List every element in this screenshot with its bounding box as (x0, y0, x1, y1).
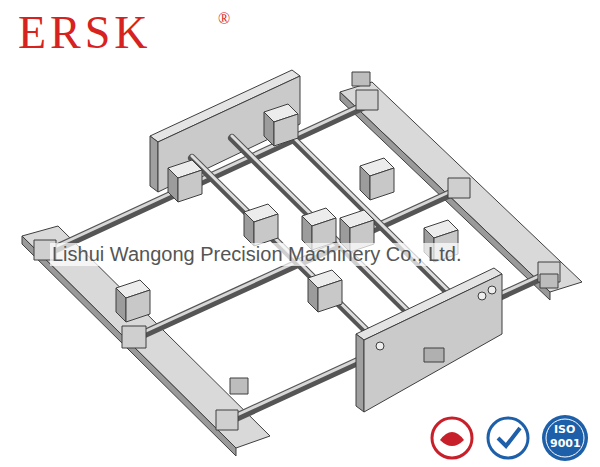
certification-badges (432, 415, 588, 461)
badge-text: 9001 (550, 437, 581, 450)
badge-text: ISO (554, 423, 575, 436)
registered-mark: ® (218, 10, 230, 28)
brand-logo: ERSK (18, 6, 152, 59)
watermark: Lishui Wangong Precision Machinery Co., … (50, 243, 463, 266)
